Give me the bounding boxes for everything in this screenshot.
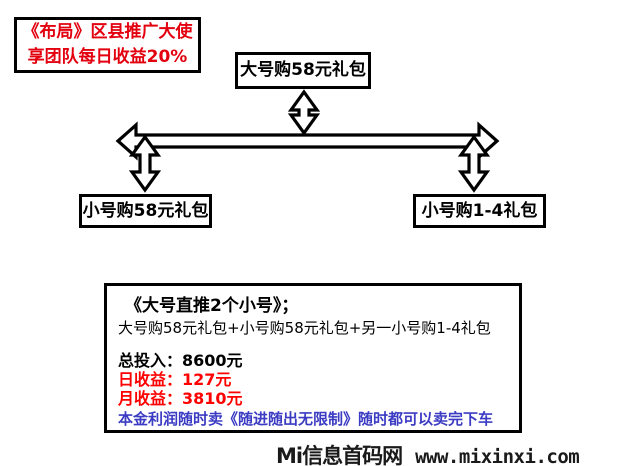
node-box-right: 小号购1-4礼包 bbox=[413, 194, 546, 228]
summary-spacer bbox=[118, 339, 519, 351]
promo-line-1: 《布局》区县推广大使 bbox=[22, 22, 193, 42]
stat-label-total-investment: 总投入： bbox=[118, 351, 183, 370]
stat-value-monthly-income: 3810元 bbox=[182, 389, 243, 408]
node-right-label: 小号购1-4礼包 bbox=[421, 200, 538, 221]
stat-label-daily-income: 日收益： bbox=[118, 370, 183, 389]
right-vertical-double-arrow bbox=[457, 134, 491, 193]
stat-value-daily-income: 127元 bbox=[182, 370, 232, 389]
summary-note: 本金利润随时卖《随进随出无限制》随时都可以卖完下车 bbox=[118, 410, 494, 428]
promo-banner-box: 《布局》区县推广大使 享团队每日收益20% bbox=[14, 17, 201, 73]
watermark: Mi信息首码网 www.mixinxi.com bbox=[276, 440, 580, 466]
node-box-top: 大号购58元礼包 bbox=[235, 52, 371, 89]
watermark-url: www.mixinxi.com bbox=[415, 446, 580, 466]
node-box-left: 小号购58元礼包 bbox=[79, 194, 212, 228]
summary-heading: 《大号直推2个小号》； bbox=[125, 296, 299, 316]
node-top-label: 大号购58元礼包 bbox=[240, 60, 366, 80]
left-vertical-double-arrow bbox=[128, 134, 162, 193]
stat-row-total-investment: 总投入：8600元 bbox=[118, 351, 519, 370]
stat-label-monthly-income: 月收益： bbox=[118, 389, 183, 408]
promo-line-2: 享团队每日收益20% bbox=[27, 47, 188, 67]
top-vertical-double-arrow bbox=[287, 89, 321, 136]
summary-formula: 大号购58元礼包+小号购58元礼包+另一小号购1-4礼包 bbox=[118, 319, 491, 337]
watermark-site-name: Mi信息首码网 bbox=[276, 444, 403, 466]
stat-row-monthly-income: 月收益：3810元 bbox=[118, 389, 519, 408]
summary-info-box: 《大号直推2个小号》； 大号购58元礼包+小号购58元礼包+另一小号购1-4礼包… bbox=[104, 283, 522, 433]
stat-value-total-investment: 8600元 bbox=[182, 351, 243, 370]
node-left-label: 小号购58元礼包 bbox=[82, 200, 209, 221]
horizontal-double-arrow bbox=[115, 121, 500, 161]
stat-row-daily-income: 日收益：127元 bbox=[118, 370, 519, 389]
